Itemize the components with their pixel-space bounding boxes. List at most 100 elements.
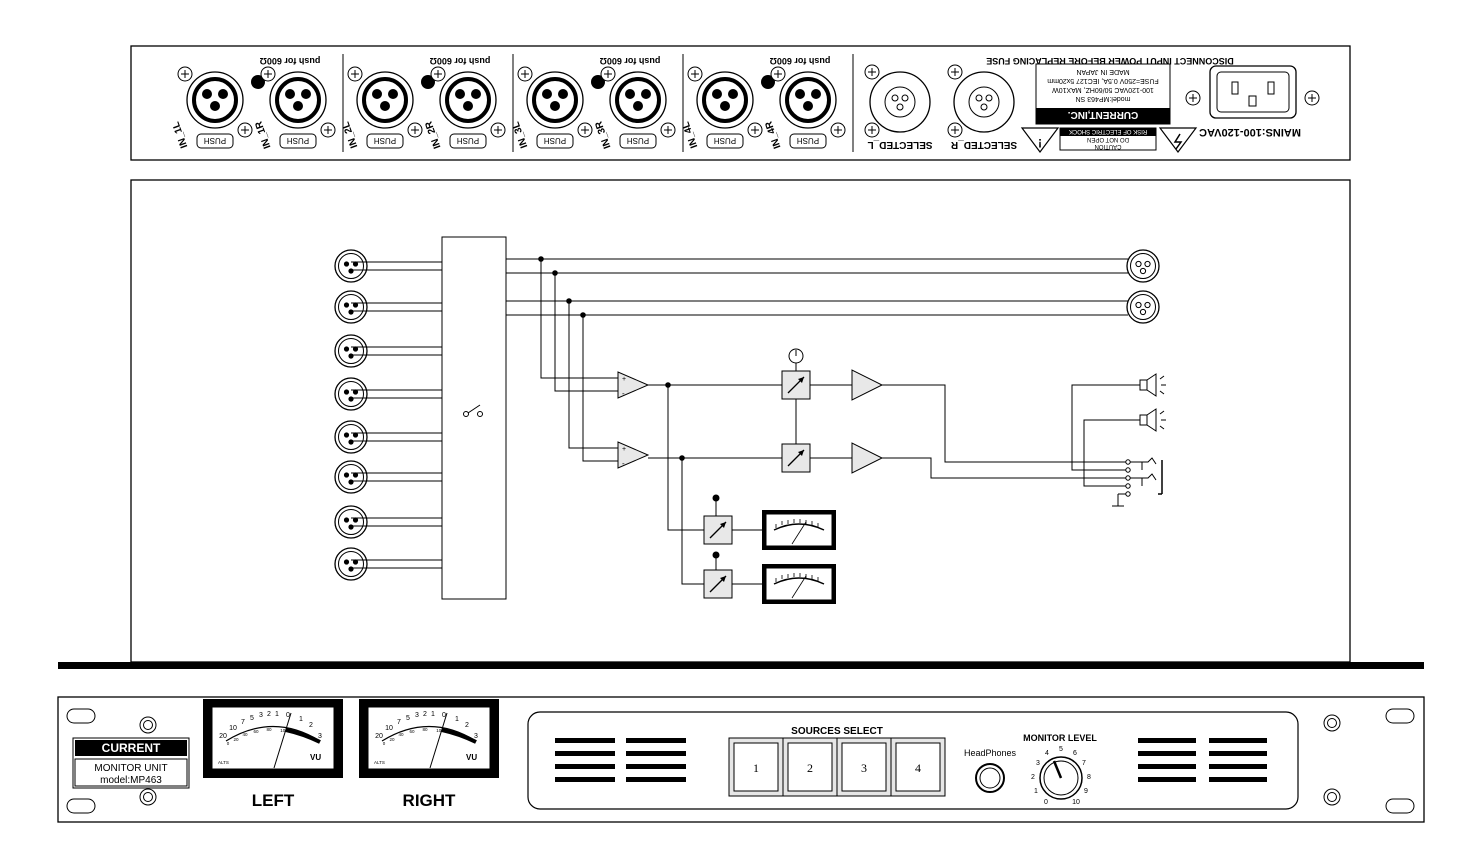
svg-text:3: 3: [415, 712, 419, 719]
front-unit-name: MONITOR UNIT: [94, 763, 167, 774]
impedance-push-button[interactable]: [421, 75, 435, 89]
svg-text:2: 2: [1031, 774, 1035, 781]
push-label: PUSH: [797, 136, 819, 145]
diff-amp-right: +-: [617, 441, 650, 469]
svg-text:1: 1: [275, 711, 279, 718]
mains-label: MAINS:100-120VAC: [1199, 126, 1301, 138]
vu-meter-left: 20 10 7 5 3 2 1 0 1 2 3 0 20 40 60 80 10…: [203, 699, 343, 778]
svg-text:!: !: [1038, 136, 1042, 150]
svg-text:10: 10: [1072, 799, 1080, 806]
vu-text: VU: [466, 753, 477, 762]
svg-text:0: 0: [442, 712, 446, 719]
svg-text:1: 1: [455, 716, 459, 723]
xlr-input-2l[interactable]: [362, 77, 408, 123]
svg-text:0: 0: [383, 741, 386, 746]
block-diagram: +- +-: [130, 179, 1351, 663]
plate-model-sn: model:MP463 SN: [1076, 95, 1131, 102]
svg-text:1: 1: [299, 716, 303, 723]
xlr-input-4r[interactable]: [785, 77, 831, 123]
meter-trim-right-icon: [703, 569, 733, 599]
vent-grille-right: [1138, 738, 1267, 782]
screw-icon: [1185, 90, 1201, 106]
rack-slot-icon: [1385, 798, 1415, 814]
svg-text:7: 7: [241, 719, 245, 726]
xlr-input-4l[interactable]: [702, 77, 748, 123]
vent-grille-left: [555, 738, 686, 782]
xlr-input-3l[interactable]: [532, 77, 578, 123]
svg-text:2: 2: [267, 711, 271, 718]
screw-icon: [347, 66, 363, 82]
rear-panel: DISCONNECT INPUT POWER BEFORE REPLACING …: [130, 45, 1351, 161]
svg-text:40: 40: [242, 732, 248, 737]
headphone-jack-icon: [1125, 457, 1163, 497]
vu-meter-right: 20 10 7 5 3 2 1 0 1 2 3 0 20 40 60 80 10…: [359, 699, 499, 778]
source-button-2[interactable]: 2: [782, 737, 838, 797]
input-pair-4: push for 600Ω PUSH IN_4L PUSH IN_4R: [681, 56, 846, 150]
lightning-warning-icon: [1158, 127, 1198, 153]
source-button-4[interactable]: 4: [890, 737, 946, 797]
svg-text:2: 2: [465, 722, 469, 729]
vca-right-icon: [781, 443, 811, 473]
svg-text:4: 4: [1045, 750, 1049, 757]
monitor-level-knob[interactable]: [1039, 756, 1083, 800]
svg-text:20: 20: [233, 737, 239, 742]
knob-scale: 0 1 2 3 4 5 6 7 8 9 10: [1031, 746, 1091, 806]
exclamation-warning-icon: [1020, 127, 1060, 153]
svg-text:100: 100: [280, 728, 288, 733]
screw-icon: [687, 66, 703, 82]
svg-text:40: 40: [398, 732, 404, 737]
front-brand: CURRENT: [102, 741, 161, 755]
xlr-input-3r[interactable]: [615, 77, 661, 123]
diagram-vu-meter-left: [761, 509, 837, 551]
svg-text:7: 7: [397, 719, 401, 726]
impedance-push-button[interactable]: [761, 75, 775, 89]
screw-icon: [139, 788, 157, 806]
diagram-xlr-input: [334, 420, 368, 454]
xlr-input-1l[interactable]: [192, 77, 238, 123]
selected-outputs: SELECTED_L SELECTED_R: [864, 64, 1017, 150]
rack-slot-icon: [66, 798, 96, 814]
push-label: PUSH: [204, 136, 226, 145]
plate-brand: CURRENT,INC.: [1068, 109, 1139, 120]
screw-icon: [139, 716, 157, 734]
screw-icon: [947, 122, 963, 138]
xlr-input-2r[interactable]: [445, 77, 491, 123]
svg-text:2: 2: [423, 711, 427, 718]
source-button-1[interactable]: 1: [728, 737, 784, 797]
disconnect-warning: DISCONNECT INPUT POWER BEFORE REPLACING …: [986, 56, 1234, 66]
screw-icon: [407, 122, 423, 138]
svg-text:10: 10: [229, 725, 237, 732]
screw-icon: [830, 122, 846, 138]
impedance-push-button[interactable]: [591, 75, 605, 89]
selected-l-label: SELECTED_L: [867, 139, 932, 150]
diagram-xlr-input: [334, 334, 368, 368]
svg-text:20: 20: [389, 737, 395, 742]
push-600-label: push for 600Ω: [430, 56, 491, 66]
section-divider: [58, 662, 1424, 669]
screw-icon: [1323, 788, 1341, 806]
impedance-push-button[interactable]: [251, 75, 265, 89]
diagram-xlr-input: [334, 547, 368, 581]
headphones-label: HeadPhones: [964, 748, 1017, 758]
sources-select-label: SOURCES SELECT: [791, 726, 883, 737]
source-selector-block: [441, 236, 507, 600]
svg-text:9: 9: [1084, 788, 1088, 795]
screw-icon: [490, 122, 506, 138]
source-button-label: 3: [861, 761, 867, 775]
svg-text:100: 100: [436, 728, 444, 733]
caution-title: CAUTION: [1095, 143, 1122, 149]
screw-icon: [864, 122, 880, 138]
caution-line2: DO NOT OPEN: [1087, 136, 1129, 142]
diagram-xlr-output: [1126, 290, 1160, 324]
caution-line1: RISK OF ELECTRIC SHOCK: [1069, 128, 1147, 134]
source-button-3[interactable]: 3: [836, 737, 892, 797]
svg-text:0: 0: [1044, 799, 1048, 806]
svg-text:20: 20: [219, 733, 227, 740]
screw-icon: [1323, 714, 1341, 732]
xlr-input-1r[interactable]: [275, 77, 321, 123]
screw-icon: [600, 66, 616, 82]
push-600-label: push for 600Ω: [600, 56, 661, 66]
screw-icon: [1304, 90, 1320, 106]
speaker-icon: [1139, 373, 1166, 397]
